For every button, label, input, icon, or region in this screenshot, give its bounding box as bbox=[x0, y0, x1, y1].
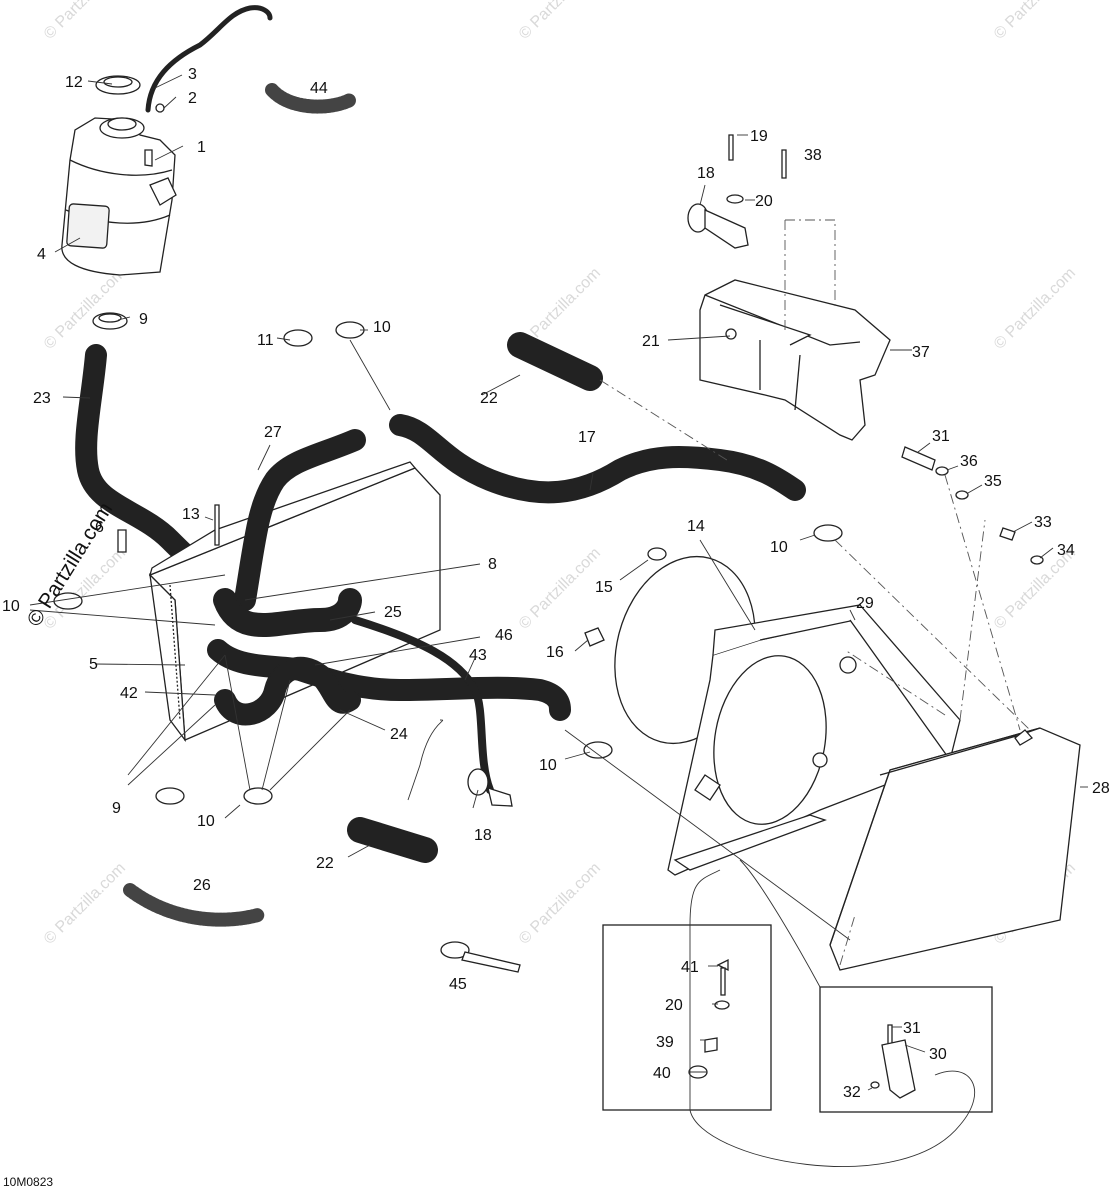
detail-inset-left bbox=[602, 924, 772, 1111]
callout-41: 41 bbox=[681, 959, 699, 976]
hose-clamps bbox=[53, 321, 843, 805]
faint-watermark: © Partzilla.com bbox=[41, 860, 129, 948]
callout-42: 42 bbox=[120, 685, 138, 702]
callout-31-inset: 31 bbox=[903, 1020, 921, 1037]
faint-watermark: © Partzilla.com bbox=[516, 860, 604, 948]
callout-21: 21 bbox=[642, 333, 660, 350]
callout-25: 25 bbox=[384, 604, 402, 621]
leader-lines bbox=[29, 74, 1088, 1091]
callout-35: 35 bbox=[984, 473, 1002, 490]
faint-watermark: © Partzilla.com bbox=[41, 265, 129, 353]
callout-3: 3 bbox=[188, 66, 197, 83]
callout-19: 19 bbox=[750, 128, 768, 145]
callout-45: 45 bbox=[449, 976, 467, 993]
callout-31-upper: 31 bbox=[932, 428, 950, 445]
callout-33: 33 bbox=[1034, 514, 1052, 531]
callout-2: 2 bbox=[188, 90, 197, 107]
assembly-lines bbox=[599, 379, 1031, 966]
callout-38: 38 bbox=[804, 147, 822, 164]
corrugated-sleeve-26 bbox=[123, 883, 265, 927]
callout-29: 29 bbox=[856, 595, 874, 612]
fasteners-right bbox=[901, 446, 1044, 565]
callout-10-e: 10 bbox=[197, 813, 215, 830]
callout-10-b: 10 bbox=[770, 539, 788, 556]
callout-6: 6 bbox=[95, 519, 104, 536]
callout-1: 1 bbox=[197, 139, 206, 156]
callout-18-lower: 18 bbox=[474, 827, 492, 844]
shroud-29 bbox=[667, 604, 961, 876]
callout-22-lower: 22 bbox=[316, 855, 334, 872]
callout-10-d: 10 bbox=[539, 757, 557, 774]
callout-18-upper: 18 bbox=[697, 165, 715, 182]
callout-37: 37 bbox=[912, 344, 930, 361]
callout-12: 12 bbox=[65, 74, 83, 91]
callout-30: 30 bbox=[929, 1046, 947, 1063]
callout-11: 11 bbox=[257, 332, 274, 349]
faint-watermark: © Partzilla.com bbox=[991, 0, 1079, 43]
faint-watermark: © Partzilla.com bbox=[991, 265, 1079, 353]
callout-4: 4 bbox=[37, 246, 46, 263]
callout-labels: 1 2 3 4 5 6 8 9 9 10 10 10 10 10 10 11 1… bbox=[2, 66, 1110, 1101]
drawing-code: 10M0823 bbox=[3, 1175, 53, 1189]
fitting-6 bbox=[117, 529, 127, 553]
assembly-line-38 bbox=[784, 219, 836, 330]
zip-tie-45 bbox=[440, 941, 521, 973]
callout-9-top: 9 bbox=[139, 311, 148, 328]
callout-10-c: 10 bbox=[2, 598, 20, 615]
callout-32: 32 bbox=[843, 1084, 861, 1101]
callout-14: 14 bbox=[687, 518, 705, 535]
callout-40: 40 bbox=[653, 1065, 671, 1082]
callout-16: 16 bbox=[546, 644, 564, 661]
callout-39: 39 bbox=[656, 1034, 674, 1051]
hose-22-lower bbox=[347, 817, 438, 863]
callout-8: 8 bbox=[488, 556, 497, 573]
strap-18-lower bbox=[351, 616, 513, 807]
detail-inset-right bbox=[819, 986, 993, 1113]
faint-watermark: © Partzilla.com bbox=[516, 545, 604, 633]
callout-36: 36 bbox=[960, 453, 978, 470]
callout-13: 13 bbox=[182, 506, 200, 523]
callout-23: 23 bbox=[33, 390, 51, 407]
faint-watermark: © Partzilla.com bbox=[516, 0, 604, 43]
callout-5: 5 bbox=[89, 656, 98, 673]
callout-15: 15 bbox=[595, 579, 613, 596]
callout-10-a: 10 bbox=[373, 319, 391, 336]
callout-43: 43 bbox=[469, 647, 487, 664]
hose-cluster bbox=[207, 588, 571, 726]
coolant-tank bbox=[61, 5, 273, 330]
callout-34: 34 bbox=[1057, 542, 1075, 559]
bolt-13 bbox=[214, 504, 220, 546]
callout-26: 26 bbox=[193, 877, 211, 894]
radiator-28 bbox=[829, 727, 1081, 971]
callout-22-upper: 22 bbox=[480, 390, 498, 407]
callout-20-inset: 20 bbox=[665, 997, 683, 1014]
radiator-5 bbox=[148, 461, 441, 743]
callout-27: 27 bbox=[264, 424, 282, 441]
callout-24: 24 bbox=[390, 726, 408, 743]
callout-17: 17 bbox=[578, 429, 596, 446]
callout-44: 44 bbox=[310, 80, 328, 97]
callout-20-upper: 20 bbox=[755, 193, 773, 210]
callout-9-bottom: 9 bbox=[112, 800, 121, 817]
bracket-18-upper bbox=[687, 134, 787, 340]
corrugated-sleeve-44 bbox=[265, 83, 357, 114]
hose-22-upper bbox=[507, 332, 603, 391]
connecting-curves bbox=[689, 859, 976, 1167]
callout-46: 46 bbox=[495, 627, 513, 644]
callout-28: 28 bbox=[1092, 780, 1110, 797]
faint-watermark: © Partzilla.com bbox=[41, 0, 129, 43]
hose-17 bbox=[389, 414, 806, 504]
hose-27 bbox=[234, 429, 366, 611]
bracket-37 bbox=[699, 279, 891, 441]
